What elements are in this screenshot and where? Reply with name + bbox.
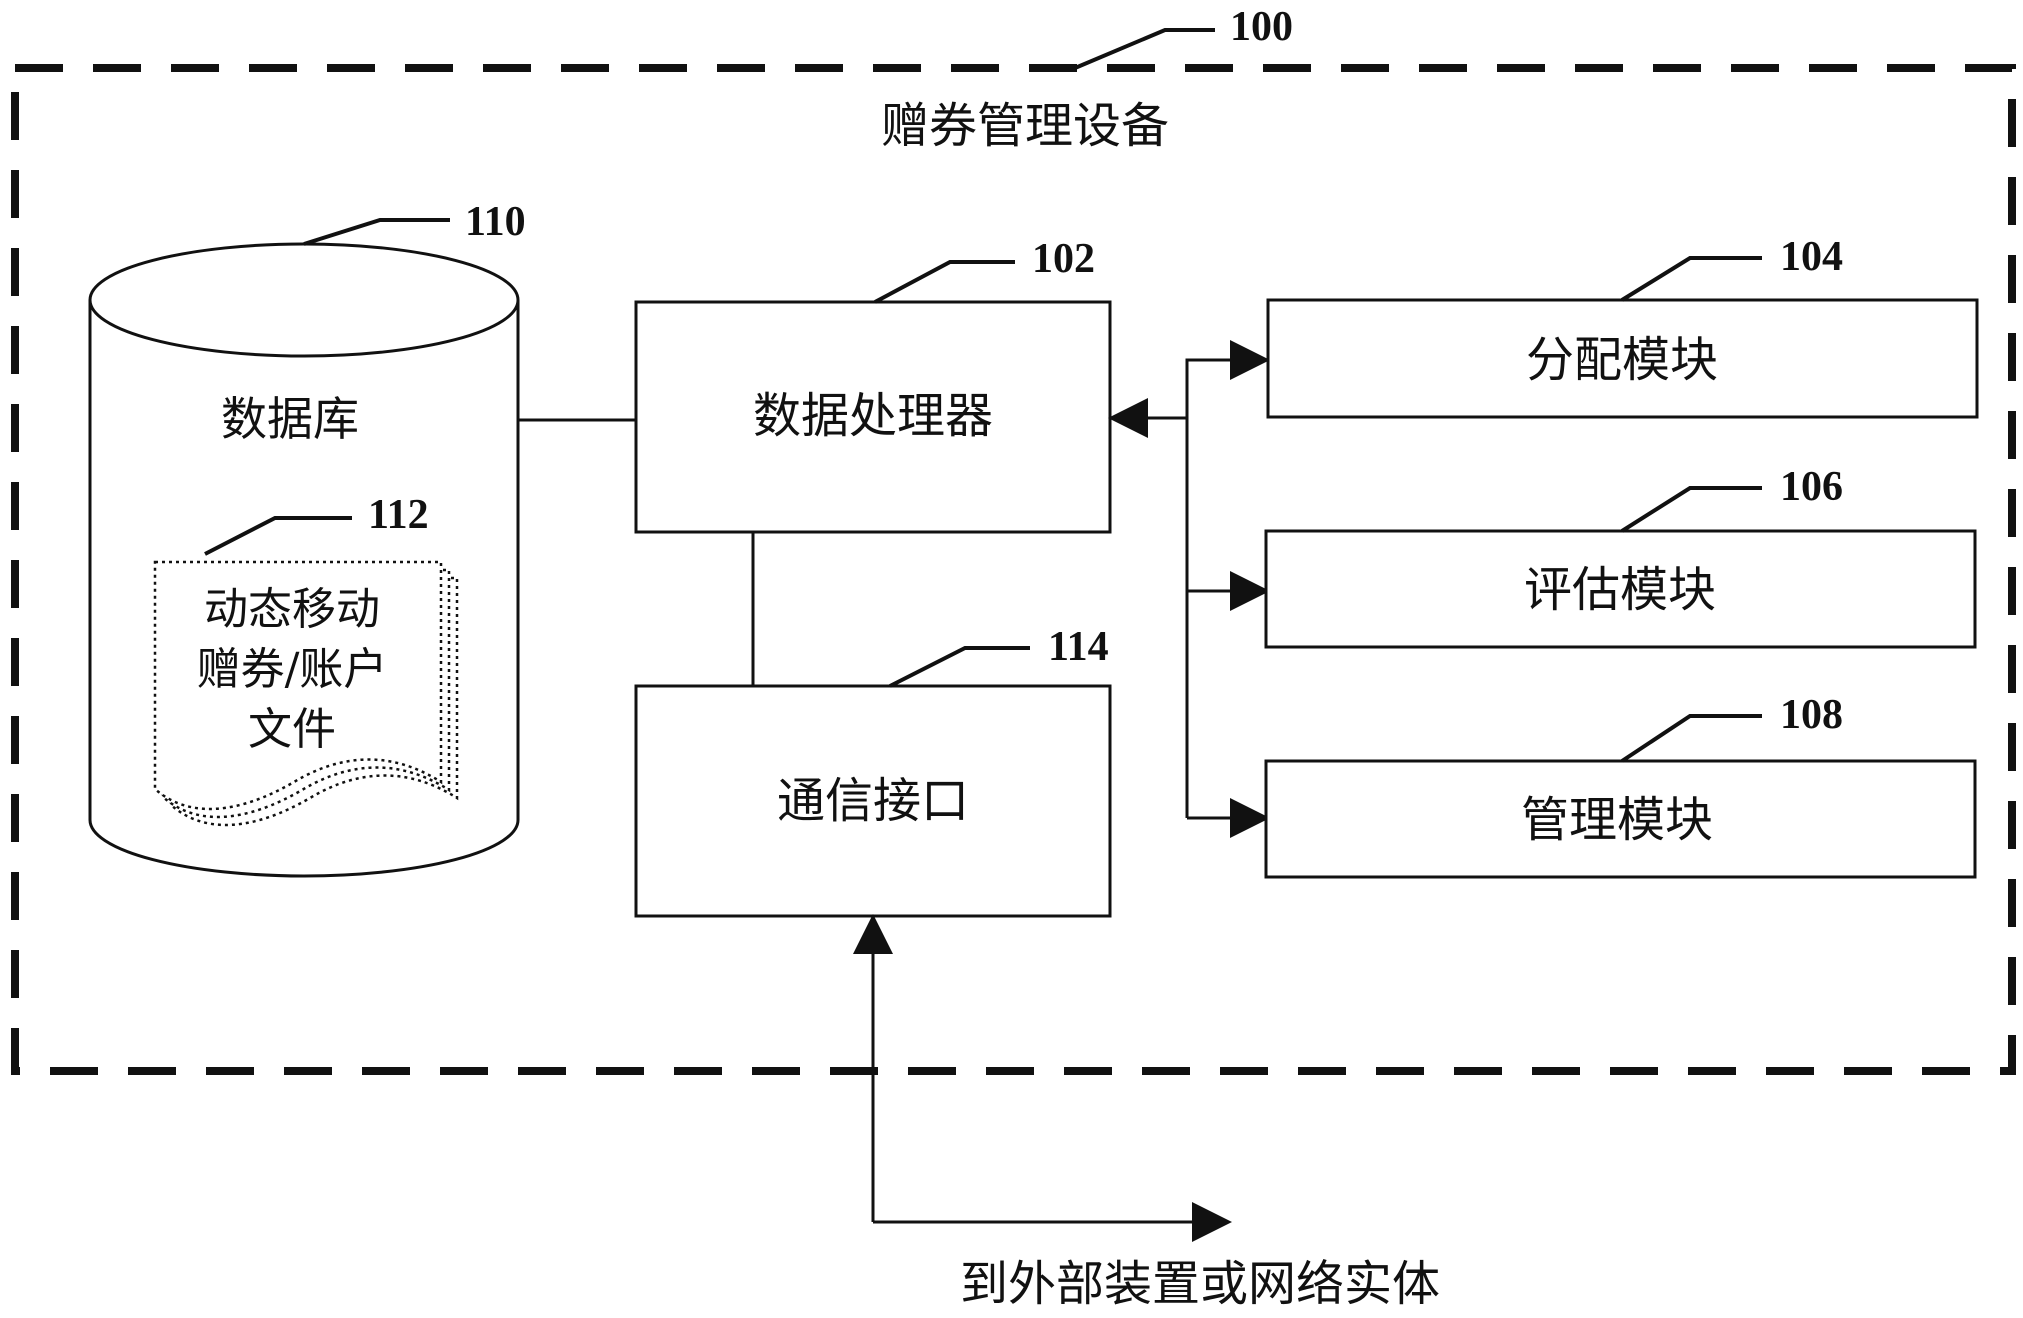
evaluation-label: 评估模块 [1524,562,1716,618]
comm-ref: 114 [1048,624,1109,670]
evaluation-ref: 106 [1780,464,1843,510]
comm-label: 通信接口 [777,773,969,829]
document-stack [153,560,459,827]
management-label: 管理模块 [1521,792,1713,848]
device-ref: 100 [1230,4,1293,50]
management-ref-leader [1620,714,1762,763]
comm-ref-leader [889,646,1030,688]
document-ref-leader [204,516,352,556]
comm-box [634,684,1112,918]
evaluation-ref-leader [1620,486,1762,533]
management-ref: 108 [1780,692,1843,738]
distribution-module-box [1266,298,1979,419]
processor-box [634,300,1112,534]
processor-ref: 102 [1032,236,1095,282]
document-label-line-2: 赠券/账户 [197,644,388,695]
database-label: 数据库 [221,392,359,446]
document-ref: 112 [368,492,429,538]
evaluation-module-box [1264,529,1977,649]
management-module-box [1264,759,1977,879]
processor-ref-leader [874,260,1015,304]
device-boundary [11,64,2016,1075]
device-ref-leader [1074,28,1215,70]
database-ref-leader [303,218,450,246]
distribution-ref-leader [1620,256,1762,302]
device-title: 赠券管理设备 [881,98,1169,154]
document-label-line-1: 动态移动 [204,584,380,635]
distribution-ref: 104 [1780,234,1843,280]
external-label: 到外部装置或网络实体 [960,1256,1440,1312]
database-ref: 110 [465,199,526,245]
processor-label: 数据处理器 [753,388,993,444]
document-label-line-3: 文件 [248,704,336,755]
distribution-label: 分配模块 [1526,332,1718,388]
